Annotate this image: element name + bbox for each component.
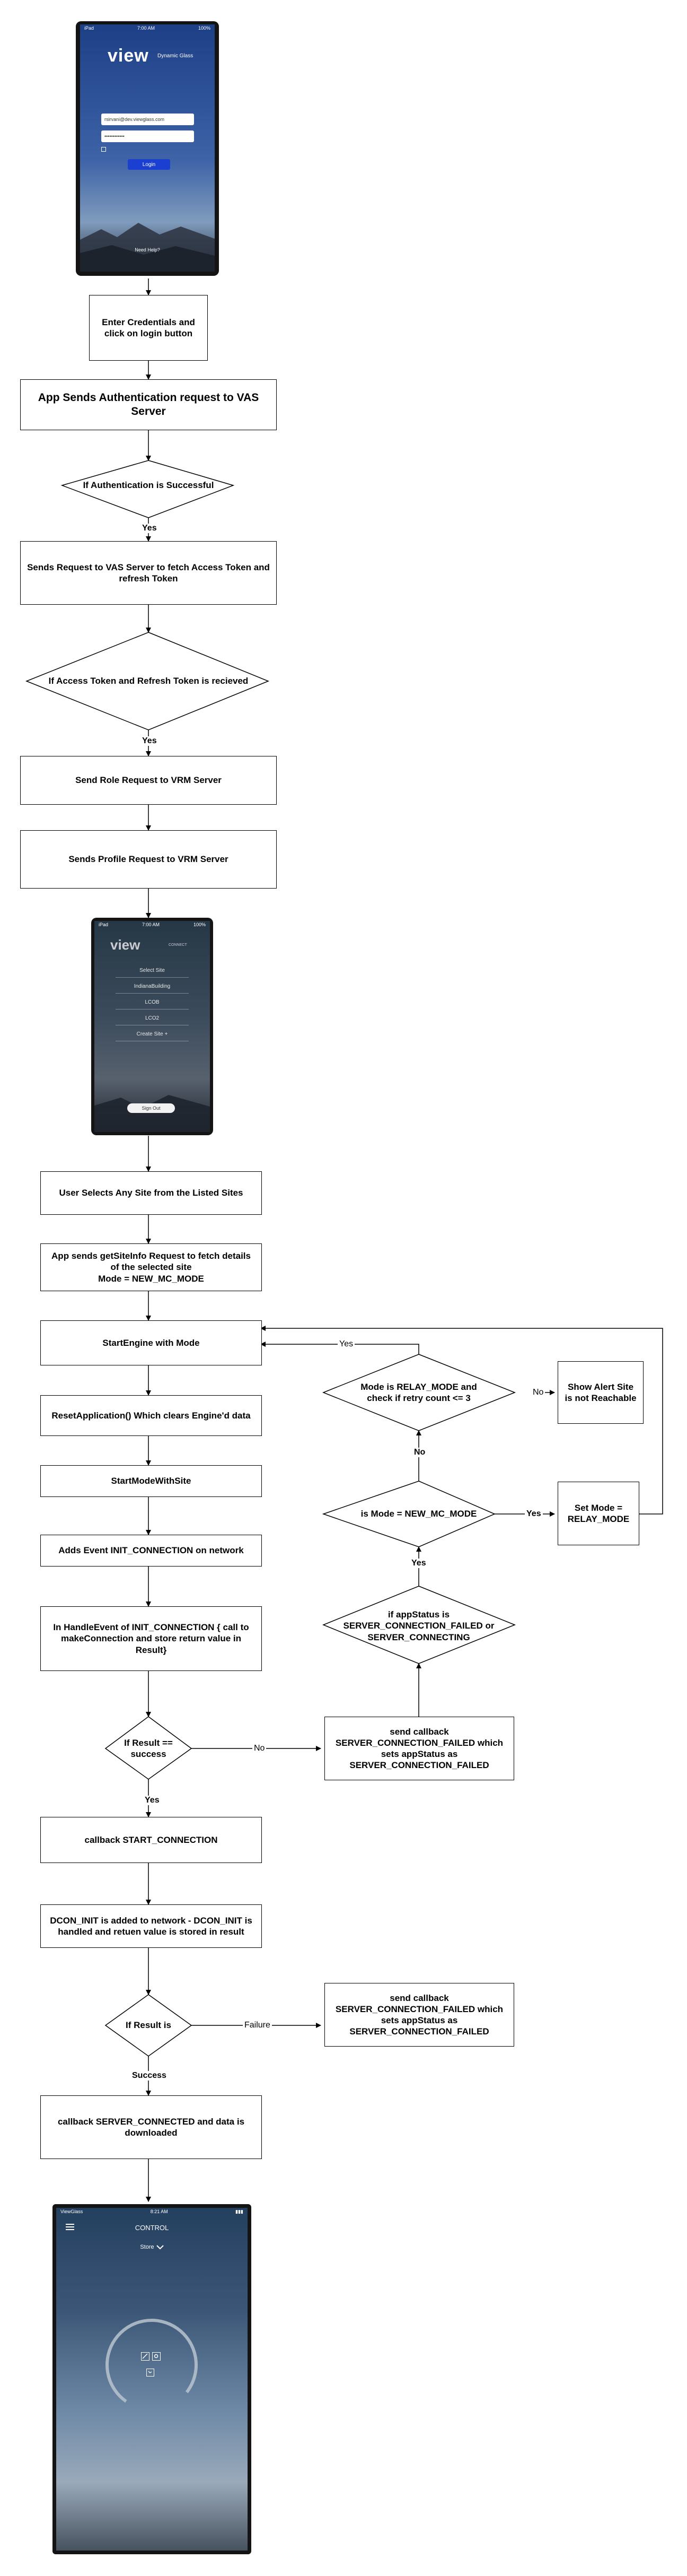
status-battery: 100% [193, 922, 206, 927]
start-mode-step: StartModeWithSite [40, 1465, 262, 1497]
callback-start-connection-step: callback START_CONNECTION [40, 1817, 262, 1863]
result-decision-label: If Result == success [124, 1737, 173, 1759]
tint-dial[interactable] [101, 2314, 202, 2416]
reset-application-step: ResetApplication() Which clears Engine'd… [40, 1395, 262, 1436]
modenew-decision-label: is Mode = NEW_MC_MODE [360, 1509, 477, 1519]
mountain-silhouette [94, 1095, 210, 1132]
result-no-label: No [252, 1744, 267, 1753]
select-site-step: User Selects Any Site from the Listed Si… [40, 1171, 262, 1215]
status-carrier: iPad [99, 922, 109, 927]
site-list-background: iPad 7:00 AM 100% view CONNECT Select Si… [94, 921, 210, 1132]
zone-selector[interactable]: Store [56, 2244, 248, 2250]
login-button[interactable]: Login [128, 159, 170, 170]
modenew-no-label: No [412, 1448, 427, 1457]
hamburger-menu-icon[interactable] [66, 2224, 74, 2230]
view-logo: view [110, 937, 140, 953]
site-list-screen: iPad 7:00 AM 100% view CONNECT Select Si… [91, 918, 213, 1135]
set-relay-mode-step: Set Mode = RELAY_MODE [558, 1482, 639, 1545]
status-time: 7:00 AM [142, 922, 160, 927]
modenew-yes-label: Yes [525, 1509, 543, 1519]
fetch-tokens-step: Sends Request to VAS Server to fetch Acc… [20, 541, 277, 605]
start-engine-step: StartEngine with Mode [40, 1320, 262, 1365]
failure-label: Failure [243, 2021, 272, 2030]
result2-decision-label: If Result is [126, 2020, 171, 2031]
tokens-decision-label: If Access Token and Refresh Token is rec… [48, 676, 249, 686]
email-field[interactable]: rsirvani@dev.viewglass.com [101, 114, 194, 125]
status-bar: iPad 7:00 AM 100% [99, 922, 206, 928]
login-screen: iPad 7:00 AM 100% view Dynamic Glass rsi… [76, 21, 219, 276]
relay-yes-label: Yes [338, 1339, 355, 1349]
settings-icon[interactable] [152, 2352, 161, 2361]
appstatus-yes-label: Yes [410, 1559, 428, 1568]
site-list-item[interactable]: LCO2 [116, 1011, 189, 1025]
send-callback-fail-1-step: send callback SERVER_CONNECTION_FAILED w… [324, 1717, 514, 1780]
login-screen-background: iPad 7:00 AM 100% view Dynamic Glass rsi… [80, 24, 215, 272]
remember-checkbox[interactable] [101, 147, 106, 152]
schedule-icon[interactable] [146, 2369, 154, 2377]
mountain-silhouette [80, 223, 215, 272]
status-bar: iPad 7:00 AM 100% [84, 25, 210, 32]
site-list-item[interactable]: Create Site + [116, 1027, 189, 1041]
success-label: Success [130, 2071, 168, 2081]
status-time: 7:00 AM [137, 25, 155, 31]
view-logo: view [108, 46, 149, 66]
send-auth-step: App Sends Authentication request to VAS … [20, 379, 277, 430]
control-screen: ViewGlass 8:21 AM ▮▮▮ CONTROL Store [52, 2204, 251, 2554]
auth-decision-label: If Authentication is Successful [83, 480, 214, 491]
status-carrier: iPad [84, 25, 94, 31]
control-screen-background: ViewGlass 8:21 AM ▮▮▮ CONTROL Store [56, 2208, 248, 2551]
zone-name: Store [140, 2244, 154, 2250]
auth-yes-label: Yes [140, 524, 158, 533]
callback-connected-step: callback SERVER_CONNECTED and data is do… [40, 2095, 262, 2159]
control-title: CONTROL [135, 2224, 169, 2232]
status-left: ViewGlass [60, 2209, 83, 2214]
add-event-step: Adds Event INIT_CONNECTION on network [40, 1535, 262, 1567]
logo-tagline: CONNECT [169, 943, 187, 947]
password-field[interactable]: •••••••••••• [101, 130, 194, 142]
get-siteinfo-text: App sends getSiteInfo Request to fetch d… [51, 1251, 251, 1284]
relay-decision-label: Mode is RELAY_MODE and check if retry co… [360, 1381, 477, 1403]
send-callback-fail-2-step: send callback SERVER_CONNECTION_FAILED w… [324, 1983, 514, 2047]
enter-credentials-step: Enter Credentials and click on login but… [89, 295, 208, 361]
role-request-step: Send Role Request to VRM Server [20, 756, 277, 805]
chevron-down-icon [156, 2245, 164, 2250]
tokens-yes-label: Yes [140, 736, 158, 746]
sign-out-button[interactable]: Sign Out [127, 1103, 175, 1113]
site-list-item[interactable]: Select Site [116, 963, 189, 978]
logo-tagline: Dynamic Glass [157, 53, 193, 59]
show-alert-step: Show Alert Site is not Reachable [558, 1361, 644, 1424]
status-battery-icon: ▮▮▮ [235, 2209, 243, 2214]
site-list-item[interactable]: LCOB [116, 995, 189, 1009]
profile-request-step: Sends Profile Request to VRM Server [20, 830, 277, 889]
tint-level-icon[interactable] [141, 2352, 149, 2361]
result-yes-label: Yes [143, 1796, 161, 1805]
handle-event-step: In HandleEvent of INIT_CONNECTION { call… [40, 1606, 262, 1671]
status-time: 8:21 AM [150, 2209, 168, 2214]
dcon-init-step: DCON_INIT is added to network - DCON_INI… [40, 1904, 262, 1948]
relay-no-label: No [531, 1388, 545, 1397]
status-bar: ViewGlass 8:21 AM ▮▮▮ [60, 2209, 243, 2215]
get-siteinfo-step: App sends getSiteInfo Request to fetch d… [40, 1243, 262, 1291]
site-list-item[interactable]: IndianaBuilding [116, 979, 189, 994]
help-link[interactable]: Need Help? [135, 247, 160, 253]
appstatus-decision-label: if appStatus is SERVER_CONNECTION_FAILED… [343, 1609, 495, 1642]
status-battery: 100% [198, 25, 210, 31]
